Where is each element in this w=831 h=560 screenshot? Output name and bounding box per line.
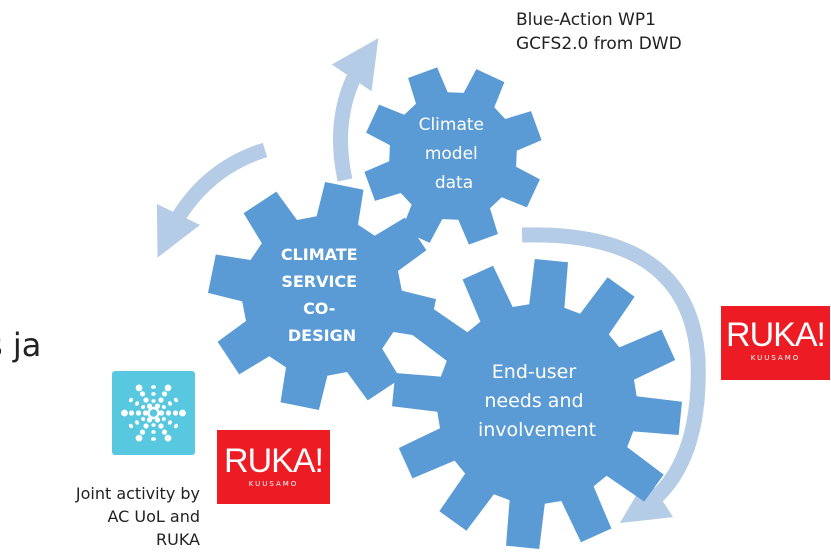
ruka-logo-right: RUKA! KUUSAMO xyxy=(721,306,830,380)
ruka-logo-subtitle: KUUSAMO xyxy=(750,354,801,362)
joint-activity-line-1: Joint activity by xyxy=(75,484,200,503)
svg-text:Climate model data: Climate model data xyxy=(419,115,490,193)
gear-model-label-2: model xyxy=(425,144,478,164)
source-note-line-1: Blue-Action WP1 xyxy=(516,10,656,30)
ruka-logo-word: RUKA! xyxy=(726,316,826,354)
gear-codesign-label-2: SERVICE xyxy=(281,272,357,291)
gear-climate-service-co-design xyxy=(208,182,436,410)
snowflake-icon xyxy=(121,384,186,442)
gear-model-label-3: data xyxy=(435,173,473,193)
ruka-logo-left: RUKA! KUUSAMO xyxy=(217,430,330,504)
gear-enduser-label-2: needs and xyxy=(484,390,583,412)
gear-climate-model xyxy=(364,67,542,245)
gear-codesign-label-1: CLIMATE xyxy=(281,245,358,264)
source-note-line-2: GCFS2.0 from DWD xyxy=(516,34,682,54)
gear-enduser-label-1: End-user xyxy=(492,361,577,383)
gear-codesign-label-3: CO- xyxy=(303,299,335,318)
svg-text:CLIMATE SERVICE CO-: CLIMATE SERVICE CO- DESIGN xyxy=(281,245,363,345)
svg-text:End-user needs and inv: End-user needs and involvement xyxy=(478,361,596,441)
gear-enduser-label-3: involvement xyxy=(478,419,596,441)
gear-codesign-label-4: DESIGN xyxy=(288,326,356,345)
gear-end-user-needs xyxy=(392,259,682,549)
joint-activity-note: Joint activity by AC UoL and RUKA xyxy=(40,482,200,551)
arrow-up-left xyxy=(331,38,379,182)
arrow-right-down xyxy=(521,227,706,524)
joint-activity-line-3: RUKA xyxy=(156,530,200,549)
joint-activity-line-2: AC UoL and xyxy=(107,507,200,526)
cropped-slide-text: s ja xyxy=(0,326,42,364)
snowflake-logo xyxy=(112,371,195,455)
ruka-logo-word: RUKA! xyxy=(224,442,324,480)
source-note: Blue-Action WP1 GCFS2.0 from DWD xyxy=(516,8,682,56)
arrow-left xyxy=(156,142,268,258)
gear-model-label-1: Climate xyxy=(419,115,484,135)
ruka-logo-subtitle: KUUSAMO xyxy=(248,480,299,488)
